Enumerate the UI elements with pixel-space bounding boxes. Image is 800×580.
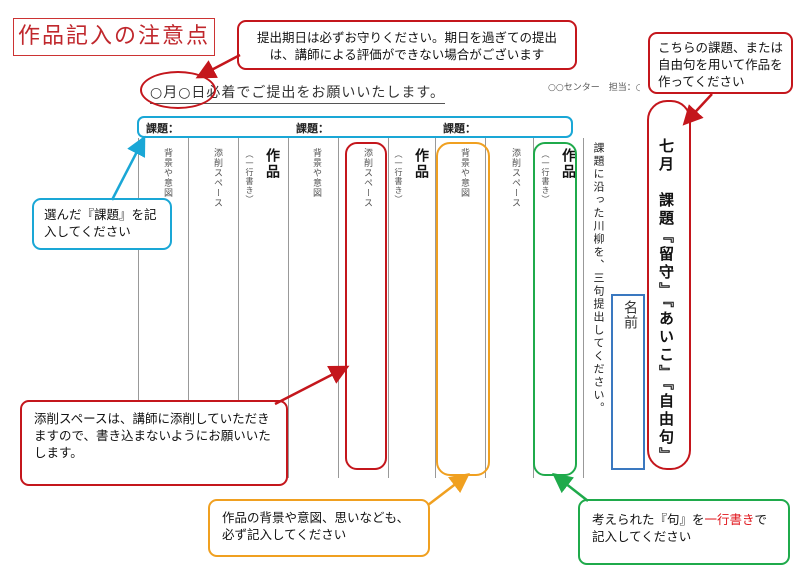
- instruction-vertical: 課題に沿った川柳を、三句提出してください。: [592, 142, 605, 415]
- col-correction-3: 添削スペース: [510, 148, 520, 208]
- col-correction-1: 添削スペース: [212, 148, 222, 208]
- col-background-3: 背景や意図: [459, 148, 469, 198]
- grid-line: [485, 138, 486, 478]
- page-title: 作品記入の注意点: [13, 18, 215, 56]
- select-topic-callout: 選んだ『課題』を記入してください: [32, 198, 172, 250]
- grid-line: [288, 138, 289, 478]
- center-label: ○○センター 担当：○: [548, 83, 640, 93]
- col-background-2: 背景や意図: [311, 148, 321, 198]
- col-oneline-2: （一行書き）: [394, 150, 403, 204]
- name-label: 名前: [622, 300, 638, 330]
- deadline-callout: 提出期日は必ずお守りください。期日を過ぎての提出は、講師による評価ができない場合…: [237, 20, 577, 70]
- col-work-2: 作品: [413, 148, 429, 180]
- col-work-3: 作品: [560, 148, 576, 180]
- month-theme-text: 七月 課題『留守』『あいこ』『自由句』: [657, 138, 675, 465]
- grid-line: [338, 138, 339, 478]
- correction-callout: 添削スペースは、講師に添削していただきますので、書き込まないようにお願いいたしま…: [20, 400, 288, 486]
- work-highlight: [533, 142, 577, 476]
- month-theme-box: [647, 100, 691, 470]
- grid-line: [388, 138, 389, 478]
- arrow-oneline: [552, 472, 589, 502]
- arrow-correction: [274, 365, 350, 406]
- background-callout-text: 作品の背景や意図、思いなども、必ず記入してください: [222, 510, 410, 542]
- oneline-callout-highlight: 一行書き: [704, 512, 755, 527]
- oneline-callout-post: で記入してください: [592, 512, 768, 544]
- topic-label-3: 課題：: [443, 122, 476, 135]
- grid-line: [138, 138, 139, 478]
- deadline-callout-text: 提出期日は必ずお守りください。期日を過ぎての提出は、講師による評価ができない場合…: [256, 30, 557, 62]
- col-correction-2: 添削スペース: [362, 148, 372, 208]
- topic-callout-text: こちらの課題、または自由句を用いて作品を作ってください: [658, 40, 784, 89]
- deadline-circle-highlight: [140, 71, 216, 109]
- topic-callout: こちらの課題、または自由句を用いて作品を作ってください: [648, 32, 793, 94]
- background-callout: 作品の背景や意図、思いなども、必ず記入してください: [208, 499, 430, 557]
- name-box: [611, 294, 645, 470]
- col-oneline-3: （一行書き）: [541, 150, 550, 204]
- col-background-1: 背景や意図: [162, 148, 172, 198]
- col-oneline-1: （一行書き）: [245, 150, 254, 204]
- grid-line: [583, 138, 584, 478]
- topic-label-1: 課題：: [146, 122, 179, 135]
- col-work-1: 作品: [264, 148, 280, 180]
- topic-header-row: [137, 116, 573, 138]
- grid-line: [188, 138, 189, 478]
- grid-line: [238, 138, 239, 478]
- select-topic-callout-text: 選んだ『課題』を記入してください: [44, 207, 157, 239]
- oneline-callout: 考えられた『句』を一行書きで記入してください: [578, 499, 790, 565]
- correction-callout-text: 添削スペースは、講師に添削していただきますので、書き込まないようにお願いいたしま…: [34, 411, 271, 460]
- oneline-callout-pre: 考えられた『句』を: [592, 512, 705, 527]
- arrow-deadline: [195, 53, 241, 79]
- background-highlight: [436, 142, 490, 476]
- topic-label-2: 課題：: [296, 122, 329, 135]
- arrow-background: [427, 472, 470, 506]
- grid-line: [435, 138, 436, 478]
- correction-highlight: [345, 142, 387, 470]
- deadline-line: ○月○日必着でご提出をお願いいたします。: [150, 82, 446, 104]
